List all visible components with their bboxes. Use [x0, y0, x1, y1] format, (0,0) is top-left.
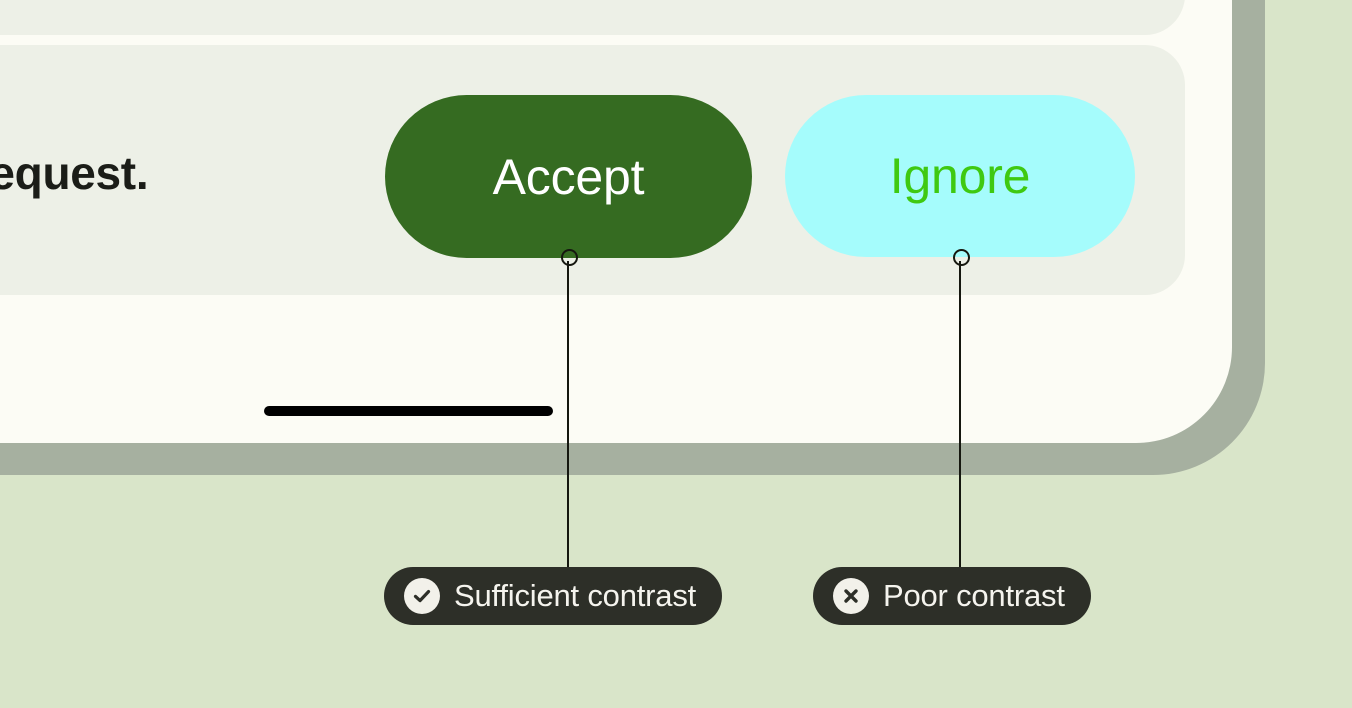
request-card-text: a request.	[0, 147, 149, 199]
accept-button[interactable]: Accept	[385, 95, 752, 258]
home-indicator	[264, 406, 553, 416]
x-circle-icon	[833, 578, 869, 614]
callout-line-ignore	[959, 261, 961, 567]
callout-anchor-accept	[561, 249, 578, 266]
ignore-button[interactable]: Ignore	[785, 95, 1135, 257]
card-above	[0, 0, 1185, 35]
badge-poor-contrast: Poor contrast	[813, 567, 1091, 625]
check-circle-icon	[404, 578, 440, 614]
badge-poor-contrast-label: Poor contrast	[883, 578, 1065, 613]
callout-anchor-ignore	[953, 249, 970, 266]
badge-sufficient-contrast: Sufficient contrast	[384, 567, 723, 625]
device-screen: a request. Accept Ignore	[0, 0, 1232, 443]
badge-sufficient-contrast-label: Sufficient contrast	[454, 578, 697, 613]
callout-line-accept	[567, 261, 569, 567]
screen-content: a request. Accept Ignore	[0, 0, 1185, 416]
